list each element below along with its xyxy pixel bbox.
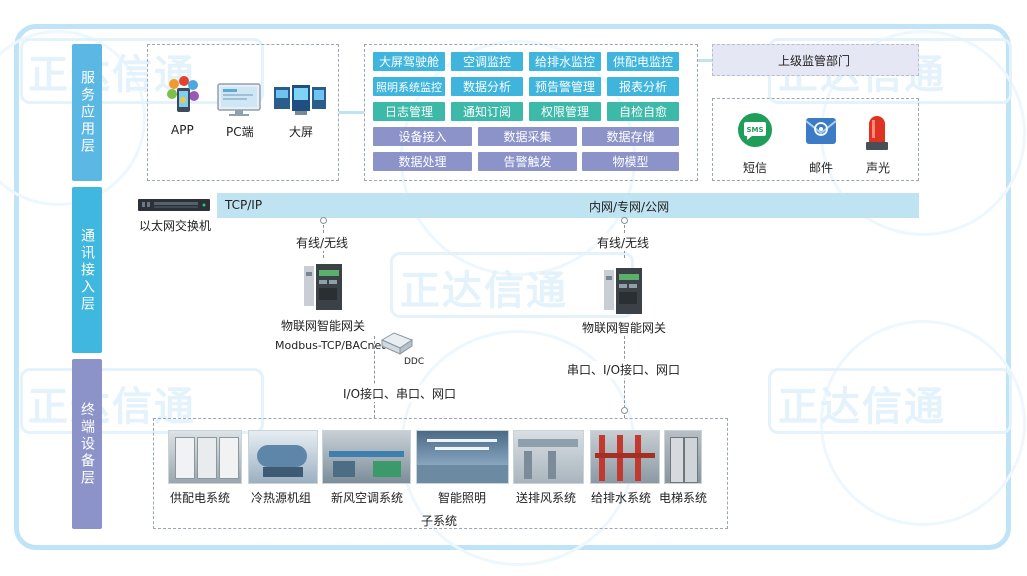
module-self-healing[interactable]: 自检自愈 (607, 102, 679, 121)
subsystem-label-hvac: 新风空调系统 (331, 491, 404, 505)
alert-label-siren: 声光 (866, 161, 891, 175)
connector (339, 111, 364, 114)
watermark-ring (820, 320, 1026, 526)
gateway-device-icon (301, 262, 347, 312)
subsystem-water-photo (590, 430, 660, 484)
subsystem-chiller-photo (248, 430, 318, 484)
siren-icon (864, 112, 890, 152)
svg-text:SMS: SMS (746, 126, 763, 134)
client-label-pc: PC端 (226, 125, 254, 139)
app-icon (166, 76, 200, 116)
gateway-2-link-label: 有线/无线 (597, 234, 650, 251)
link-dot (320, 217, 327, 224)
connector (698, 59, 712, 62)
networks-label: 内网/专网/公网 (589, 200, 670, 214)
client-label-big-screen: 大屏 (289, 125, 314, 139)
module-hvac-monitor[interactable]: 空调监控 (451, 52, 523, 71)
watermark-text: 正达信通 (28, 52, 196, 98)
subsystem-label-water: 给排水系统 (591, 491, 652, 505)
gateway-device-icon (601, 266, 647, 316)
switch-label: 以太网交换机 (139, 219, 212, 233)
ddc-label: DDC (404, 357, 425, 367)
module-device-access[interactable]: 设备接入 (373, 127, 472, 146)
module-lighting-monitor[interactable]: 照明系统监控 (373, 77, 445, 96)
gateway-1-link-label: 有线/无线 (296, 234, 349, 251)
module-permission[interactable]: 权限管理 (529, 102, 601, 121)
alert-label-sms: 短信 (743, 161, 768, 175)
pc-icon (217, 83, 261, 117)
module-power-monitor[interactable]: 供配电监控 (607, 52, 679, 71)
watermark-box (768, 368, 1012, 434)
sms-icon: SMS (737, 112, 773, 148)
layer-service-application: 服务应用层 (72, 44, 102, 181)
layer-terminal-devices: 终端设备层 (72, 359, 102, 529)
alert-label-mail: 邮件 (809, 161, 834, 175)
module-data-storage[interactable]: 数据存储 (582, 127, 679, 146)
module-notification[interactable]: 通知订阅 (451, 102, 523, 121)
clients-box (147, 44, 339, 181)
gateway-1-label: 物联网智能网关 (281, 319, 366, 333)
module-data-collection[interactable]: 数据采集 (478, 127, 577, 146)
watermark-box (20, 38, 264, 104)
subsystem-lighting-photo (416, 430, 509, 484)
module-water-monitor[interactable]: 给排水监控 (529, 52, 601, 71)
gateway-2-interfaces: 串口、I/O接口、网口 (567, 361, 681, 378)
watermark-box (20, 368, 264, 434)
subsystem-label-elevator: 电梯系统 (659, 491, 708, 505)
module-alarm-management[interactable]: 预告警管理 (529, 77, 601, 96)
subsystem-ventilation-photo (513, 430, 584, 484)
subsystem-power-photo (168, 430, 242, 484)
layer-communication-access: 通讯接入层 (72, 187, 102, 353)
big-screen-icon (273, 83, 327, 117)
client-label-app: APP (171, 123, 194, 137)
module-data-processing[interactable]: 数据处理 (373, 152, 472, 171)
subsystem-group-label: 子系统 (421, 514, 458, 528)
subsystem-label-ventilation: 送排风系统 (516, 491, 577, 505)
link-dot (621, 217, 628, 224)
modules-box (364, 44, 698, 181)
alerts-box (712, 98, 919, 181)
gateway-2-label: 物联网智能网关 (582, 321, 667, 335)
network-bar (217, 193, 919, 218)
gateway-1-interfaces: I/O接口、串口、网口 (343, 385, 457, 402)
subsystem-label-lighting: 智能照明 (438, 491, 487, 505)
watermark-text: 正达信通 (28, 384, 196, 430)
supervision-box (712, 44, 919, 76)
subsystems-box (153, 418, 728, 529)
link-dot (621, 407, 628, 414)
module-report-analysis[interactable]: 报表分析 (607, 77, 679, 96)
subsystem-hvac-photo (322, 430, 411, 484)
module-thing-model[interactable]: 物模型 (582, 152, 679, 171)
watermark-text: 正达信通 (778, 384, 946, 430)
module-log-management[interactable]: 日志管理 (373, 102, 445, 121)
subsystem-elevator-photo (664, 430, 702, 484)
mail-icon (803, 112, 839, 150)
module-data-analysis[interactable]: 数据分析 (451, 77, 523, 96)
subsystem-label-power: 供配电系统 (170, 491, 231, 505)
watermark-text: 正达信通 (400, 268, 568, 314)
gateway-1-protocol: Modbus-TCP/BACnet (275, 339, 386, 352)
module-alarm-trigger[interactable]: 告警触发 (478, 152, 577, 171)
tcp-ip-label: TCP/IP (225, 198, 263, 212)
module-cockpit[interactable]: 大屏驾驶舱 (373, 52, 445, 71)
gateway-1-line (374, 336, 375, 418)
subsystem-label-chiller: 冷热源机组 (251, 491, 312, 505)
switch-icon (138, 197, 210, 213)
ddc-icon (380, 330, 414, 356)
supervision-label: 上级监管部门 (778, 54, 851, 68)
